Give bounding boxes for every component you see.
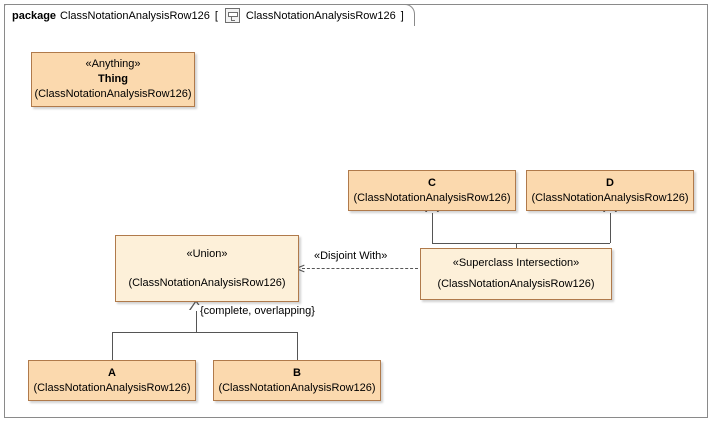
class-box-d[interactable]: D (ClassNotationAnalysisRow126) xyxy=(526,170,694,211)
generalization-set-label: {complete, overlapping} xyxy=(198,305,317,317)
package-keyword: package xyxy=(12,9,57,22)
class-qualifier: (ClassNotationAnalysisRow126) xyxy=(218,381,376,394)
package-name: ClassNotationAnalysisRow126 xyxy=(60,9,210,22)
diagram-name: ClassNotationAnalysisRow126 xyxy=(245,9,396,22)
bracket-open: [ xyxy=(214,9,218,22)
class-qualifier: (ClassNotationAnalysisRow126) xyxy=(33,381,191,394)
class-stereotype: «Union» xyxy=(186,247,228,260)
generalization-line-b xyxy=(297,332,298,360)
class-qualifier: (ClassNotationAnalysisRow126) xyxy=(353,191,511,204)
generalization-line-cd-horizontal xyxy=(432,243,610,244)
class-box-superclass-intersection[interactable]: «Superclass Intersection» (ClassNotation… xyxy=(420,248,612,300)
class-box-b[interactable]: B (ClassNotationAnalysisRow126) xyxy=(213,360,381,401)
class-name: A xyxy=(108,366,116,379)
disjoint-with-label: «Disjoint With» xyxy=(312,250,390,262)
class-qualifier: (ClassNotationAnalysisRow126) xyxy=(34,88,192,100)
generalization-line-si-stub xyxy=(516,243,517,248)
class-box-a[interactable]: A (ClassNotationAnalysisRow126) xyxy=(28,360,196,401)
class-box-c[interactable]: C (ClassNotationAnalysisRow126) xyxy=(348,170,516,211)
generalization-line-d xyxy=(610,211,611,243)
bracket-close: ] xyxy=(400,9,404,22)
package-header-tab: package ClassNotationAnalysisRow126 [ Cl… xyxy=(4,4,415,26)
generalization-line-c xyxy=(432,211,433,243)
class-box-union[interactable]: «Union» (ClassNotationAnalysisRow126) xyxy=(115,235,299,302)
class-qualifier: (ClassNotationAnalysisRow126) xyxy=(531,191,689,204)
class-qualifier: (ClassNotationAnalysisRow126) xyxy=(437,278,595,290)
class-diagram-icon xyxy=(224,8,240,23)
generalization-line-ab-horizontal xyxy=(112,332,297,333)
class-name: C xyxy=(428,176,436,189)
class-name: Thing xyxy=(98,73,128,85)
class-stereotype: «Superclass Intersection» xyxy=(452,257,580,269)
generalization-line-union-stub xyxy=(196,302,197,332)
class-qualifier: (ClassNotationAnalysisRow126) xyxy=(128,276,286,289)
generalization-line-a xyxy=(112,332,113,360)
class-stereotype: «Anything» xyxy=(85,58,141,70)
generalization-arrow-union xyxy=(190,302,202,311)
disjoint-with-dashed-line xyxy=(302,268,418,269)
class-name: B xyxy=(293,366,301,379)
class-box-thing[interactable]: «Anything» Thing (ClassNotationAnalysisR… xyxy=(31,52,195,107)
class-name: D xyxy=(606,176,614,189)
